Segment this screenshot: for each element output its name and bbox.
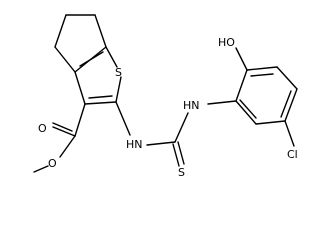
atom-label-s-thio: S <box>178 166 185 179</box>
atom-label-o-ester: O <box>48 157 57 170</box>
bond <box>74 71 86 105</box>
atom-label-o-carbonyl: O <box>38 122 47 135</box>
bond <box>250 73 274 77</box>
bond <box>74 103 86 137</box>
bond <box>94 14 107 48</box>
bond <box>276 66 298 90</box>
bond <box>88 95 113 99</box>
bond <box>146 141 176 146</box>
bond <box>79 51 104 67</box>
bond <box>115 76 122 103</box>
bond <box>59 135 76 158</box>
bond <box>207 100 237 105</box>
bond <box>235 69 248 102</box>
bond <box>115 101 131 136</box>
bond <box>54 46 76 73</box>
bond <box>177 141 185 165</box>
atom-label-nh-right: HN <box>183 99 200 112</box>
bond <box>280 90 292 118</box>
bond <box>255 120 286 125</box>
atom-label-s-thiophene: S <box>115 66 122 79</box>
bond <box>239 99 257 119</box>
chemical-structure: S O O HN HN S HO Cl <box>33 14 298 179</box>
atom-label-nh-left: HN <box>126 138 143 151</box>
bond <box>52 126 76 137</box>
molecule-canvas: S O O HN HN S HO Cl <box>33 14 298 179</box>
bond <box>235 100 257 125</box>
bond <box>284 88 298 122</box>
bond <box>235 47 248 71</box>
atom-label-cl: Cl <box>287 148 298 161</box>
atom-label-oh: HO <box>218 36 235 49</box>
bond <box>172 143 180 167</box>
bond <box>174 112 189 143</box>
bond <box>52 122 73 132</box>
bond <box>84 101 117 105</box>
bond <box>54 14 67 48</box>
bond <box>105 46 118 68</box>
bond <box>33 165 49 173</box>
bond <box>246 66 278 71</box>
bond <box>284 120 295 147</box>
